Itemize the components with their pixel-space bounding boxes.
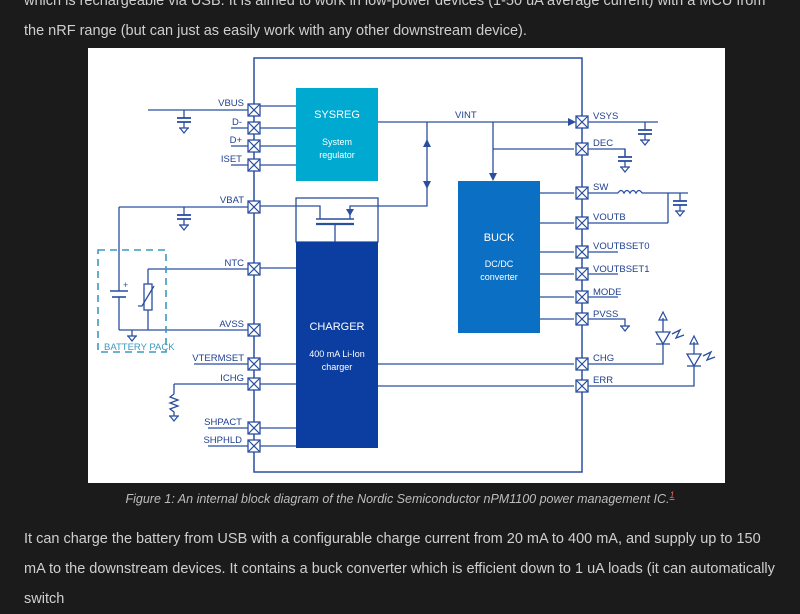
pin-label-voutbset0: VOUTBSET0 bbox=[593, 241, 650, 252]
charger-line2: charger bbox=[322, 362, 353, 372]
sysreg-line1: System bbox=[322, 137, 352, 147]
sysreg-block bbox=[296, 88, 378, 181]
pin-label-avss: AVSS bbox=[219, 319, 244, 330]
sysreg-line2: regulator bbox=[319, 150, 355, 160]
pin-label-chg: CHG bbox=[593, 353, 614, 364]
svg-text:+: + bbox=[123, 280, 128, 290]
pin-label-pvss: PVSS bbox=[593, 309, 618, 320]
charger-header bbox=[295, 197, 379, 243]
charger-title: CHARGER bbox=[309, 321, 364, 333]
intro-paragraph: which is rechargeable via USB. It is aim… bbox=[24, 0, 766, 39]
buck-line2: converter bbox=[480, 272, 518, 282]
buck-title: BUCK bbox=[484, 232, 515, 244]
pin-label-iset: ISET bbox=[221, 154, 242, 165]
vint-label: VINT bbox=[455, 110, 477, 121]
pass-transistor-icon bbox=[254, 205, 378, 242]
thermistor-icon bbox=[138, 283, 155, 311]
pin-label-ichg: ICHG bbox=[220, 373, 244, 384]
battery-pack-outline bbox=[97, 249, 167, 353]
charger-line1: 400 mA Li-Ion bbox=[309, 349, 365, 359]
battery-icon: + bbox=[110, 280, 128, 310]
pin-label-vtermset: VTERMSET bbox=[192, 353, 244, 364]
block-diagram-figure: SYSREG System regulator CHARGER 400 mA L… bbox=[88, 48, 725, 483]
footnote-link[interactable]: 1 bbox=[669, 490, 675, 500]
pin-label-err: ERR bbox=[593, 375, 613, 386]
pin-label-dplus: D+ bbox=[230, 135, 243, 146]
pin-label-shphld: SHPHLD bbox=[203, 435, 242, 446]
block-diagram-svg: SYSREG System regulator CHARGER 400 mA L… bbox=[97, 57, 716, 473]
pin-label-vsys: VSYS bbox=[593, 111, 618, 122]
buck-block bbox=[458, 181, 540, 333]
figure-caption: Figure 1: An internal block diagram of t… bbox=[0, 490, 800, 506]
pin-label-dec: DEC bbox=[593, 138, 613, 149]
battery-pack-label: BATTERY PACK bbox=[104, 342, 175, 353]
sysreg-title: SYSREG bbox=[314, 109, 360, 121]
pin-label-voutbset1: VOUTBSET1 bbox=[593, 264, 650, 275]
pin-label-sw: SW bbox=[593, 182, 608, 193]
figure-caption-text: Figure 1: An internal block diagram of t… bbox=[125, 492, 670, 507]
err-led-icon bbox=[685, 334, 716, 368]
pin-label-voutb: VOUTB bbox=[593, 212, 626, 223]
body-paragraph: It can charge the battery from USB with … bbox=[24, 531, 775, 607]
pin-label-mode: MODE bbox=[593, 287, 622, 298]
pin-label-shpact: SHPACT bbox=[204, 417, 242, 428]
buck-line1: DC/DC bbox=[485, 259, 514, 269]
charger-block bbox=[296, 242, 378, 448]
pin-label-dminus: D- bbox=[232, 117, 242, 128]
chg-led-icon bbox=[654, 310, 685, 346]
pin-label-vbus: VBUS bbox=[218, 98, 244, 109]
pin-label-vbat: VBAT bbox=[220, 195, 244, 206]
pin-label-ntc: NTC bbox=[224, 258, 244, 269]
